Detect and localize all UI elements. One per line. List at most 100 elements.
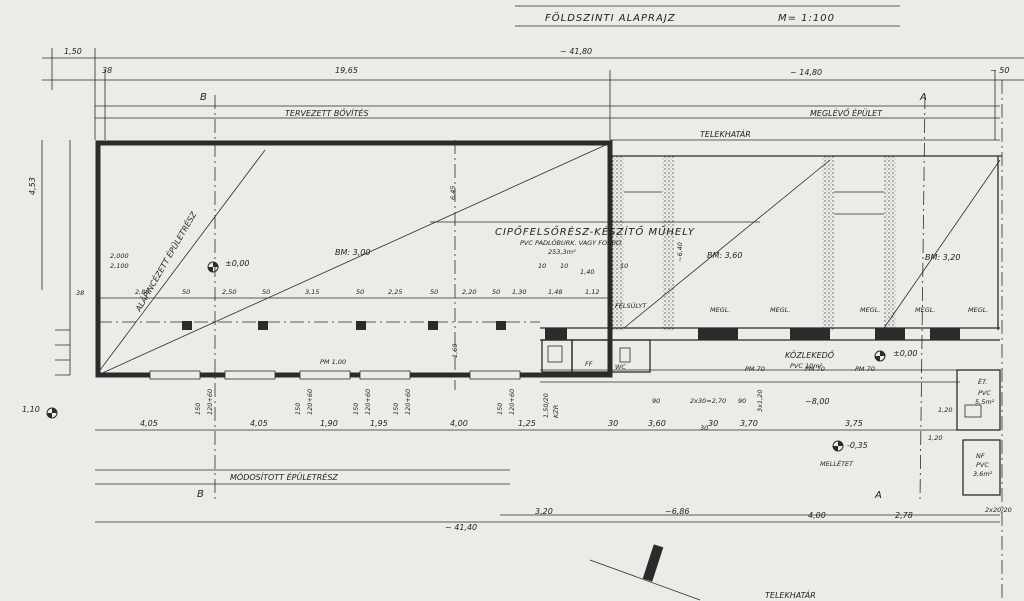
wc-room-2 bbox=[571, 339, 611, 373]
window-dim: 120+60 bbox=[508, 389, 516, 415]
int-dim: 3,15 bbox=[305, 288, 319, 296]
int-dim: 2,80 bbox=[135, 288, 149, 296]
diagonal-brace bbox=[883, 159, 1001, 329]
int-dim: 10 bbox=[560, 262, 568, 270]
mid-dim: 2x20/20 bbox=[985, 506, 1012, 514]
int-dim: 1,60 bbox=[451, 344, 459, 358]
bottom-dim: 3,60 bbox=[648, 419, 666, 428]
boundary-top-label: TELEKHATÁR bbox=[700, 128, 751, 139]
room-wc: WC bbox=[615, 363, 626, 371]
dim-top-3: 38 bbox=[102, 66, 112, 75]
int-dim: 50 bbox=[430, 288, 438, 296]
bottom-dim: 30 bbox=[708, 419, 718, 428]
ff-room bbox=[541, 339, 573, 373]
int-dim: 50 bbox=[182, 288, 190, 296]
dim-left-2: 2,000 bbox=[110, 252, 129, 260]
wall-block bbox=[698, 328, 738, 340]
extension-outline bbox=[95, 140, 613, 378]
window bbox=[149, 370, 201, 380]
int-dim: 1,48 bbox=[548, 288, 562, 296]
window-dim: 150 bbox=[294, 403, 302, 415]
dim-left-3: 2,100 bbox=[110, 262, 129, 270]
section-line-a bbox=[919, 94, 926, 501]
pm-label: PM 1,00 bbox=[320, 358, 346, 366]
section-a-bottom: A bbox=[874, 490, 883, 501]
bottom-dim: 4,05 bbox=[140, 419, 158, 428]
diagonal-brace bbox=[99, 149, 266, 371]
bottom-dim: 4,05 bbox=[250, 419, 268, 428]
room-nf: NF bbox=[976, 452, 985, 460]
int-dim: 1,12 bbox=[585, 288, 599, 296]
wall-block bbox=[545, 328, 567, 340]
bottom-dim: 30 bbox=[608, 419, 618, 428]
window-dim: 150 bbox=[496, 403, 504, 415]
masonry-column bbox=[612, 156, 624, 331]
workshop-area: 253,3m² bbox=[548, 248, 576, 256]
bottom-dim: 1,25 bbox=[518, 419, 536, 428]
pm-label: PM 70 bbox=[855, 365, 875, 373]
boundary-bottom-label: TELEKHATÁR bbox=[765, 589, 816, 600]
mid-dim: 2x30=2,70 bbox=[690, 397, 726, 405]
mid-dim: 3x1,20 bbox=[756, 390, 764, 412]
corridor-name: KÖZLEKEDŐ bbox=[785, 350, 835, 360]
window-dim: KZR bbox=[552, 405, 560, 418]
window-dim: 120+60 bbox=[306, 389, 314, 415]
room-et: ÉT. bbox=[978, 377, 987, 386]
section-b-bottom: B bbox=[197, 489, 205, 500]
mid-dim: 90 bbox=[652, 397, 660, 405]
column bbox=[356, 321, 366, 330]
boundary-line-bottom bbox=[589, 559, 701, 601]
drawing-title: FÖLDSZINTI ALAPRAJZ bbox=[545, 11, 676, 24]
column bbox=[496, 321, 506, 330]
window-dim: 120+60 bbox=[206, 389, 214, 415]
stair-lines bbox=[55, 329, 70, 376]
bottom-dim: 3,75 bbox=[845, 419, 863, 428]
workshop-name: CIPŐFELSŐRÉSZ-KÉSZÍTŐ MŰHELY bbox=[495, 224, 695, 238]
dim-left-4: 38 bbox=[76, 289, 84, 297]
window-dim: 120+60 bbox=[404, 389, 412, 415]
bottom-dim: 1,20 bbox=[928, 434, 942, 442]
misc-w: MEGL. bbox=[770, 306, 790, 314]
int-dim: 1,40 bbox=[580, 268, 594, 276]
misc-w: MEGL. bbox=[915, 306, 935, 314]
level-1: ±0,00 bbox=[225, 259, 250, 268]
column bbox=[182, 321, 192, 330]
window-dim: 150 bbox=[352, 403, 360, 415]
misc-w: MEGL. bbox=[968, 306, 988, 314]
masonry-column bbox=[662, 156, 674, 331]
bottom-dim: 1,95 bbox=[370, 419, 388, 428]
bottom-dim: 1,20 bbox=[938, 406, 952, 414]
column bbox=[258, 321, 268, 330]
level-marker-fill bbox=[875, 351, 885, 361]
corridor-area: PVC 10m² bbox=[790, 362, 823, 370]
wall-block bbox=[790, 328, 830, 340]
misc-w: MEGL. bbox=[860, 306, 880, 314]
level-2: ±0,00 bbox=[893, 349, 918, 358]
dim-top-5: ~ 14,80 bbox=[790, 68, 822, 77]
workshop-floor: PVC PADLÓBURK. VAGY FORBO bbox=[520, 238, 621, 247]
mid-dim: ~ 41,40 bbox=[445, 523, 477, 532]
window bbox=[359, 370, 411, 380]
dim-top-4: 19,65 bbox=[335, 66, 358, 75]
int-dim: 2,50 bbox=[222, 288, 236, 296]
bottom-dim: 1,90 bbox=[320, 419, 338, 428]
window-dim: 150 bbox=[392, 403, 400, 415]
int-dim: 50 bbox=[356, 288, 364, 296]
masonry-column bbox=[822, 156, 834, 331]
diag-label-3: BM: 3,20 bbox=[925, 253, 960, 262]
wall-block bbox=[930, 328, 960, 340]
int-dim: 2,25 bbox=[388, 288, 402, 296]
mid-dim: ~6,86 bbox=[665, 507, 690, 516]
mid-dim: 4,00 bbox=[808, 511, 826, 520]
dim-top-6: ~ 50 bbox=[990, 66, 1009, 75]
int-dim: 1,30 bbox=[512, 288, 526, 296]
diagonal-brace bbox=[623, 159, 831, 329]
window bbox=[224, 370, 276, 380]
mid-dim: 2,78 bbox=[895, 511, 913, 520]
int-dim: 50 bbox=[262, 288, 270, 296]
level-marker-fill bbox=[47, 408, 57, 418]
window-dim: 120+60 bbox=[364, 389, 372, 415]
misc-w: MEGL. bbox=[710, 306, 730, 314]
